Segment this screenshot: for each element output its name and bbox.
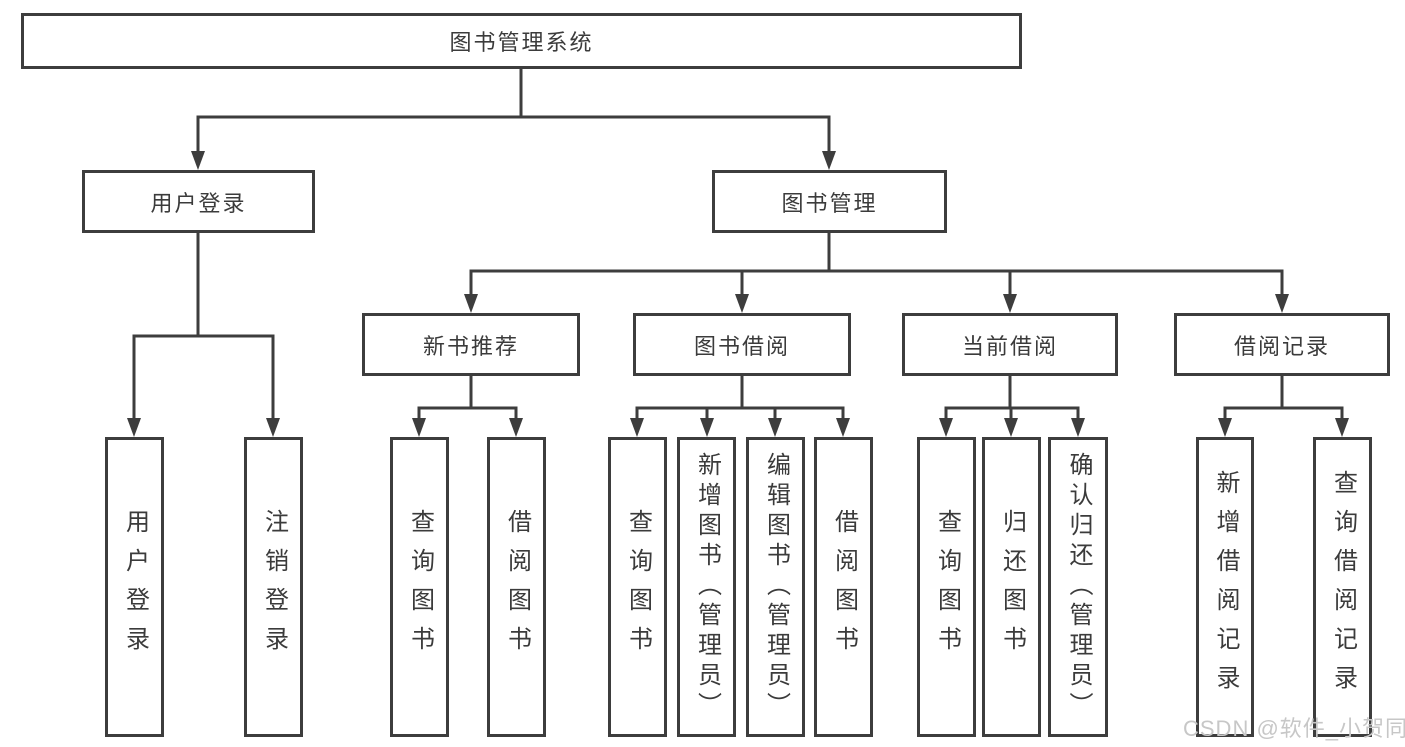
node-leaf-logout: 注销登录 (244, 437, 303, 737)
node-leaf-bb-query-book: 查询图书 (608, 437, 667, 737)
node-leaf-user-login: 用户登录 (105, 437, 164, 737)
node-user-login: 用户登录 (82, 170, 315, 233)
node-borrow-records: 借阅记录 (1174, 313, 1390, 376)
node-leaf-nbr-query-book: 查询图书 (390, 437, 449, 737)
node-leaf-br-query-record: 查询借阅记录 (1313, 437, 1372, 737)
node-root: 图书管理系统 (21, 13, 1022, 69)
node-leaf-cb-return-book: 归还图书 (982, 437, 1041, 737)
node-leaf-cb-confirm-return-admin: 确认归还（管理员） (1048, 437, 1108, 737)
node-leaf-br-add-record: 新增借阅记录 (1196, 437, 1254, 737)
node-leaf-cb-query-book: 查询图书 (917, 437, 976, 737)
node-leaf-bb-edit-book-admin: 编辑图书（管理员） (746, 437, 805, 737)
node-new-book-recommend: 新书推荐 (362, 313, 580, 376)
csdn-watermark: CSDN @软件_小贺同学 (1183, 716, 1405, 741)
node-current-borrowing: 当前借阅 (902, 313, 1118, 376)
node-book-management: 图书管理 (712, 170, 947, 233)
node-leaf-nbr-borrow-book: 借阅图书 (487, 437, 546, 737)
node-leaf-bb-add-book-admin: 新增图书（管理员） (677, 437, 736, 737)
node-book-borrowing: 图书借阅 (633, 313, 851, 376)
node-leaf-bb-borrow-book: 借阅图书 (814, 437, 873, 737)
